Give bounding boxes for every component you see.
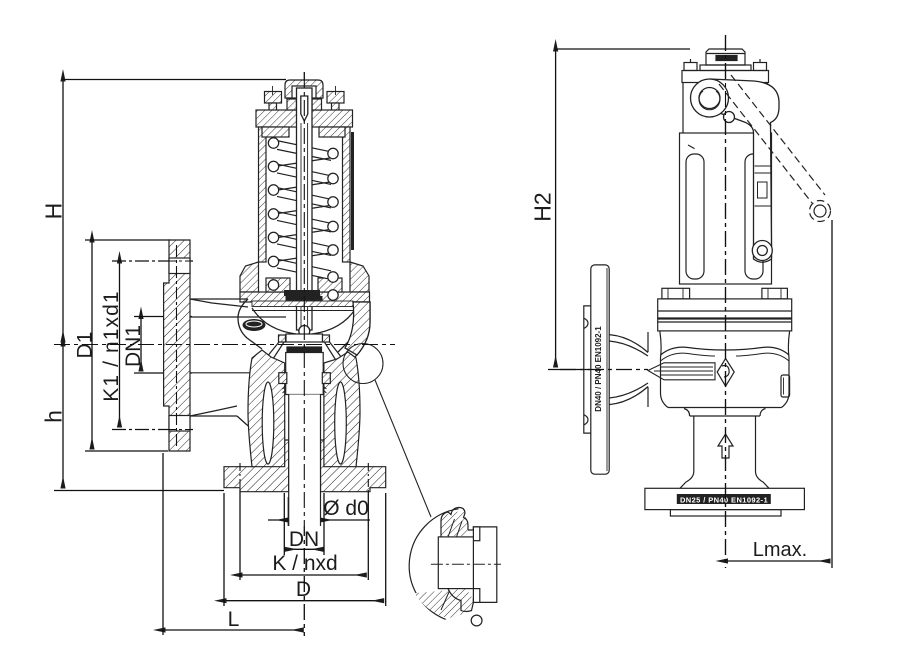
svg-text:h: h: [41, 410, 67, 423]
svg-text:DN40 / PN40 EN1092-1: DN40 / PN40 EN1092-1: [594, 326, 603, 412]
svg-text:DN1: DN1: [122, 325, 145, 367]
svg-text:Lmax.: Lmax.: [753, 539, 807, 561]
svg-text:K / nxd: K / nxd: [272, 552, 337, 575]
svg-text:L: L: [228, 608, 240, 631]
svg-text:Ø d0: Ø d0: [323, 497, 369, 520]
svg-text:DN: DN: [289, 528, 319, 551]
svg-text:D: D: [296, 578, 311, 601]
svg-text:H2: H2: [530, 192, 556, 221]
svg-text:H: H: [41, 203, 67, 220]
svg-text:DN25 / PN40 EN1092-1: DN25 / PN40 EN1092-1: [680, 496, 768, 505]
svg-text:K1 / n1xd1: K1 / n1xd1: [100, 290, 123, 401]
